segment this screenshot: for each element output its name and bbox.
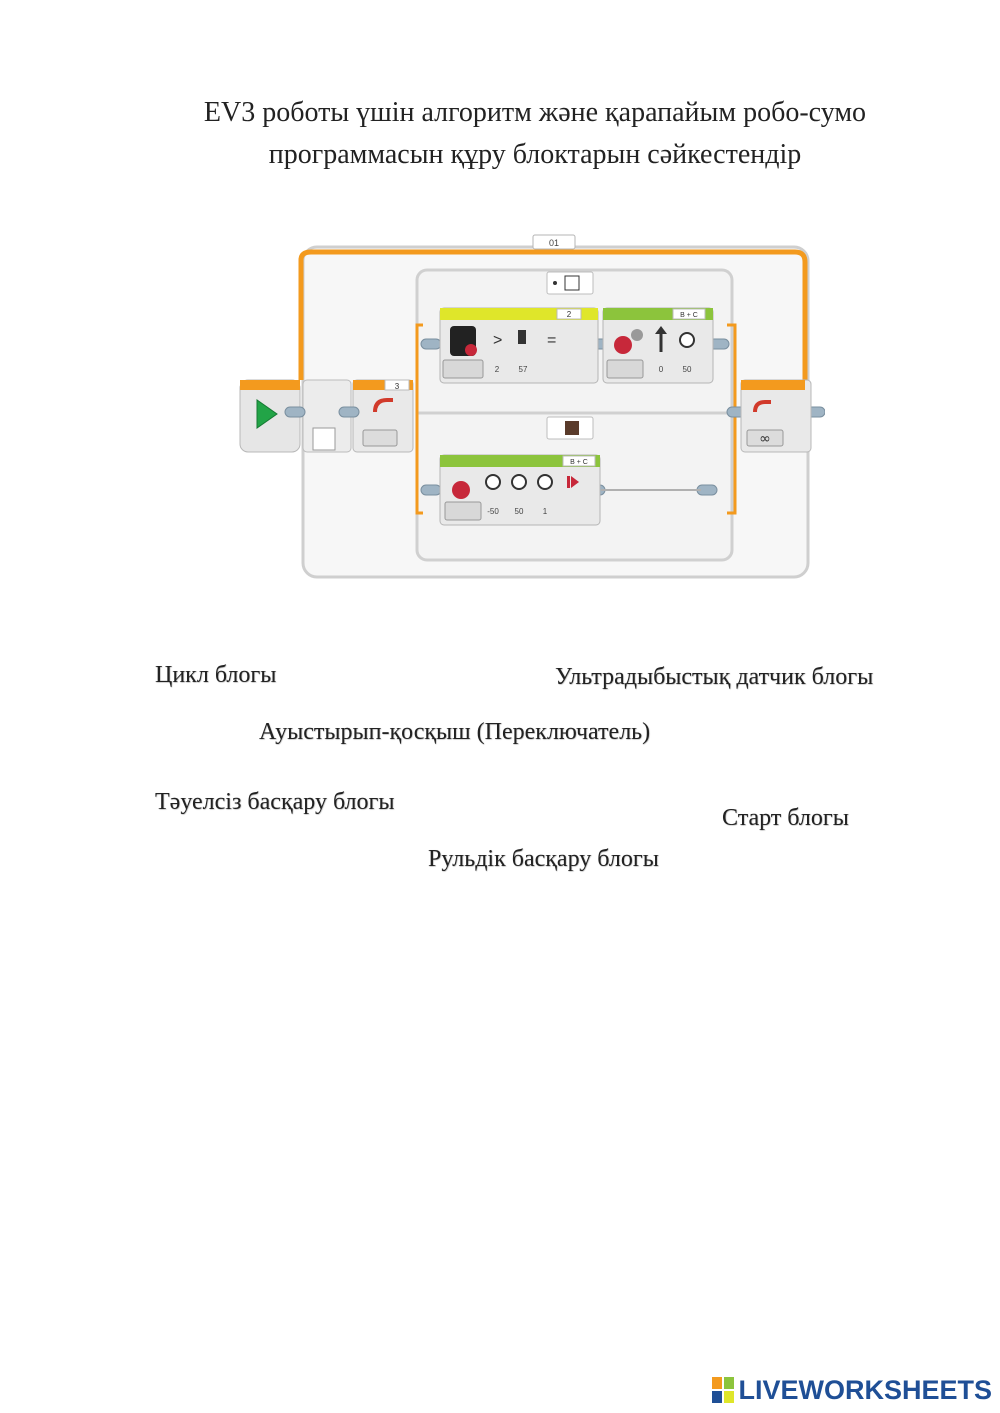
liveworksheets-logo-text: LIVEWORKSHEETS xyxy=(738,1374,992,1405)
option-cycle-block[interactable]: Цикл блогы xyxy=(155,662,277,688)
ultrasonic-param-1: 2 xyxy=(495,365,500,374)
logo-square-v xyxy=(712,1391,723,1403)
tank-param-2: 50 xyxy=(515,507,524,516)
ultrasonic-block: 2 > = 2 57 xyxy=(439,307,599,384)
title-line-1: EV3 роботы үшін алгоритм және қарапайым … xyxy=(203,97,867,128)
loop-end-symbol: ∞ xyxy=(759,431,771,447)
tank-param-1: -50 xyxy=(487,507,499,516)
liveworksheets-logo: LIVEWORKSHEETS xyxy=(712,1375,992,1405)
loop-end-block: ∞ xyxy=(740,379,812,453)
steering-param-2: 50 xyxy=(683,365,692,374)
liveworksheets-logo-icon xyxy=(712,1377,735,1403)
loop-count: 3 xyxy=(395,382,400,391)
option-steering-block[interactable]: Рульдік басқару блогы xyxy=(428,846,659,872)
loop-label: 01 xyxy=(549,238,559,248)
steering-ports: B + C xyxy=(680,312,698,319)
worksheet-title: EV3 роботы үшін алгоритм және қарапайым … xyxy=(100,92,970,176)
tank-block: B + C -50 50 1 xyxy=(439,454,601,526)
option-tank-block[interactable]: Тәуелсіз басқару блогы xyxy=(155,789,395,815)
loop-orange-bar xyxy=(298,249,808,380)
option-switch-block[interactable]: Ауыстырып-қосқыш (Переключатель) xyxy=(259,719,651,745)
option-ultrasonic-block[interactable]: Ультрадыбыстық датчик блогы xyxy=(555,664,874,690)
svg-text:>: > xyxy=(493,332,502,349)
option-start-block[interactable]: Старт блогы xyxy=(722,805,849,831)
steering-param-1: 0 xyxy=(659,365,664,374)
tank-param-3: 1 xyxy=(543,507,548,516)
logo-square-e xyxy=(724,1391,735,1403)
tank-ports: B + C xyxy=(570,459,588,466)
ev3-program-diagram: 01 3 xyxy=(239,234,825,579)
loop-start-block: 3 xyxy=(352,379,414,453)
title-line-2: программасын құру блоктарын сәйкестендір xyxy=(268,139,802,170)
logo-square-l xyxy=(712,1377,723,1389)
svg-text:=: = xyxy=(547,332,556,349)
ultrasonic-threshold: 2 xyxy=(567,310,572,319)
ultrasonic-param-2: 57 xyxy=(519,365,528,374)
start-block xyxy=(239,379,301,453)
logo-square-i xyxy=(724,1377,735,1389)
steering-block: B + C 0 50 xyxy=(602,307,714,384)
